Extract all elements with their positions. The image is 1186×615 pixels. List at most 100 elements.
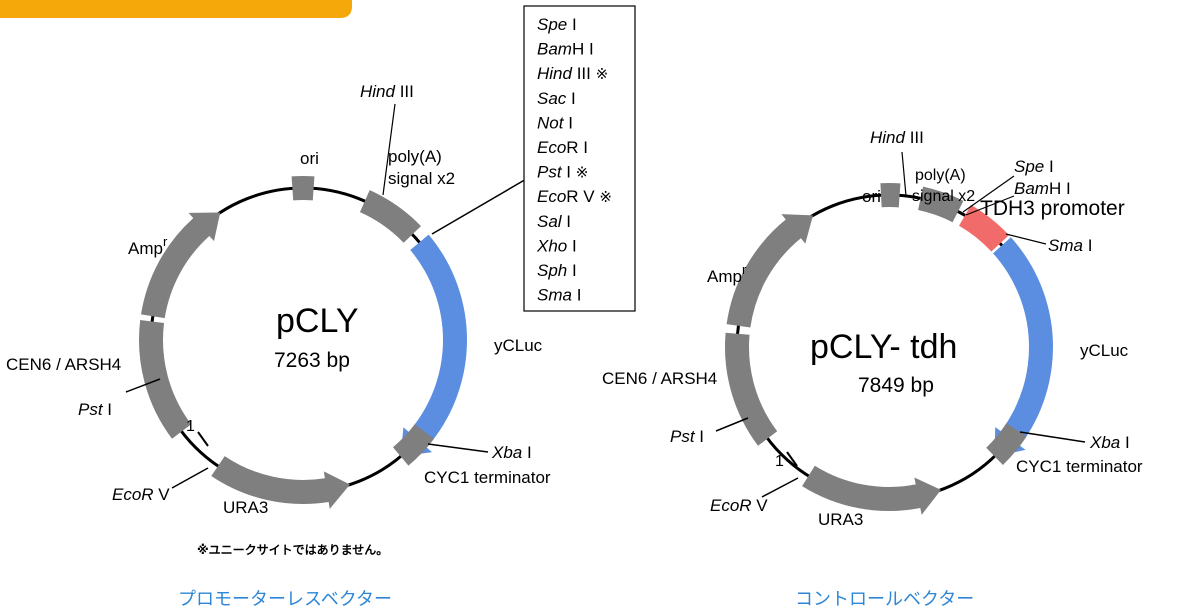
- tdh3-label: TDH3 promoter: [980, 197, 1125, 220]
- r-pst-num: I: [695, 427, 704, 446]
- origin-one-label: 1: [186, 418, 195, 435]
- polya-label-2: signal x2: [388, 169, 455, 188]
- svg-text:Hind III: Hind III: [360, 82, 414, 101]
- mcs-site-4: Not I: [537, 113, 573, 132]
- mcs-site-9: Xho I: [536, 236, 577, 255]
- r-ampr-arrow: [726, 214, 813, 328]
- r-origin-one-label: 1: [775, 453, 784, 470]
- pst-name: Pst: [78, 400, 104, 419]
- r-hind3-num: III: [905, 128, 924, 147]
- mcs-site-5: EcoR I: [537, 138, 588, 157]
- r-ori-segment: [880, 183, 901, 208]
- xba-pointer: [427, 443, 489, 453]
- svg-text:BamH I: BamH I: [1014, 179, 1071, 198]
- svg-text:Sma I: Sma I: [1048, 236, 1092, 255]
- svg-text:Xba I: Xba I: [491, 443, 532, 462]
- r-ampr-sup: r: [742, 262, 747, 277]
- r-ecorv-pointer: [761, 477, 799, 498]
- r-bam-name: Bam: [1014, 179, 1049, 198]
- r-ori-label: ori: [862, 187, 881, 206]
- r-hind3-name: Hind: [870, 128, 906, 147]
- xba-num: I: [522, 443, 531, 462]
- ecorv-name: EcoR: [112, 485, 154, 504]
- hind3-name: Hind: [360, 82, 396, 101]
- r-xba-num: I: [1120, 433, 1129, 452]
- svg-text:Hind III: Hind III: [870, 128, 924, 147]
- r-polya-segment: [918, 186, 964, 223]
- svg-text:EcoR V: EcoR V: [710, 496, 768, 515]
- r-ecorv-num: V: [752, 496, 769, 515]
- r-ura3-label: URA3: [818, 510, 863, 529]
- r-ura3-arrow: [802, 465, 941, 515]
- mcs-site-8: Sal I: [537, 212, 571, 231]
- mcs-site-2: Hind III ※: [537, 64, 608, 83]
- mcs-box: [523, 5, 636, 312]
- r-spe-num: I: [1044, 157, 1053, 176]
- hind3-pointer: [382, 103, 396, 196]
- tdh3-promoter-segment: [959, 204, 1009, 252]
- r-bam-num: H I: [1049, 179, 1071, 198]
- r-ycluc-arrow: [993, 237, 1053, 457]
- ori-label: ori: [300, 149, 319, 168]
- header-banner: [0, 0, 352, 18]
- r-pst-site-tick: [715, 417, 749, 432]
- r-xba-name: Xba: [1089, 433, 1120, 452]
- r-xba-pointer: [1019, 431, 1086, 443]
- pcly-caption: プロモーターレスベクター: [178, 589, 392, 610]
- ycluc-label: yCLuc: [494, 336, 543, 355]
- r-sma-pointer: [1005, 233, 1047, 245]
- non-unique-note: ※ユニークサイトではありません。: [197, 543, 388, 557]
- ura3-label: URA3: [223, 498, 268, 517]
- pcly-tdh-size: 7849 bp: [858, 374, 934, 397]
- r-spe-name: Spe: [1014, 157, 1044, 176]
- mcs-site-11: Sma I: [537, 286, 581, 305]
- r-spe-pointer: [962, 175, 1015, 213]
- svg-text:Pst I: Pst I: [670, 427, 704, 446]
- svg-text:Spe I: Spe I: [1014, 157, 1054, 176]
- svg-text:Ampr: Ampr: [707, 262, 747, 286]
- r-sma-num: I: [1083, 236, 1092, 255]
- ampr-arrow: [141, 212, 221, 319]
- polya-segment: [359, 190, 421, 243]
- mcs-site-10: Sph I: [537, 261, 577, 280]
- r-pst-name: Pst: [670, 427, 696, 446]
- r-ampr-label: Amp: [707, 267, 742, 286]
- pcly-map: Hind III ori poly(A) signal x2 Ampr pCLY…: [6, 5, 636, 610]
- r-ecorv-site-tick: [786, 451, 798, 467]
- mcs-site-1: BamH I: [537, 40, 594, 59]
- ecorv-pointer: [171, 467, 209, 489]
- r-ecorv-name: EcoR: [710, 496, 752, 515]
- mcs-site-0: Spe I: [537, 15, 577, 34]
- ori-segment: [291, 175, 315, 201]
- cyc1-label: CYC1 terminator: [424, 468, 551, 487]
- r-ycluc-label: yCLuc: [1080, 341, 1129, 360]
- r-polya-label-1: poly(A): [915, 167, 966, 184]
- cen6-segment: [139, 320, 192, 439]
- mcs-site-7: EcoR V ※: [537, 187, 612, 206]
- ampr-sup: r: [163, 234, 168, 249]
- xba-name: Xba: [491, 443, 522, 462]
- cyc1-segment: [392, 424, 434, 466]
- ampr-label: Amp: [128, 239, 163, 258]
- pcly-size: 7263 bp: [274, 349, 350, 372]
- ycluc-arrow: [400, 234, 467, 457]
- pst-num: I: [103, 400, 112, 419]
- r-cyc1-label: CYC1 terminator: [1016, 457, 1143, 476]
- r-cyc1-segment: [986, 423, 1027, 465]
- r-polya-label-2: signal x2: [912, 188, 975, 205]
- svg-text:Pst I: Pst I: [78, 400, 112, 419]
- hind3-num: III: [395, 82, 414, 101]
- pcly-tdh-map: Hind III ori poly(A) signal x2 Spe I Bam…: [602, 128, 1143, 610]
- ura3-arrow: [211, 456, 350, 509]
- pcly-name: pCLY: [276, 302, 359, 340]
- r-bam-pointer: [965, 195, 1015, 216]
- cen6-label: CEN6 / ARSH4: [6, 355, 121, 374]
- pcly-tdh-name: pCLY- tdh: [810, 328, 957, 366]
- r-cen6-segment: [725, 332, 778, 446]
- pst-site-tick: [125, 378, 161, 393]
- mcs-pointer: [431, 177, 529, 235]
- mcs-site-6: Pst I ※: [537, 163, 588, 182]
- svg-text:Xba I: Xba I: [1089, 433, 1130, 452]
- ecorv-site-tick: [197, 431, 209, 447]
